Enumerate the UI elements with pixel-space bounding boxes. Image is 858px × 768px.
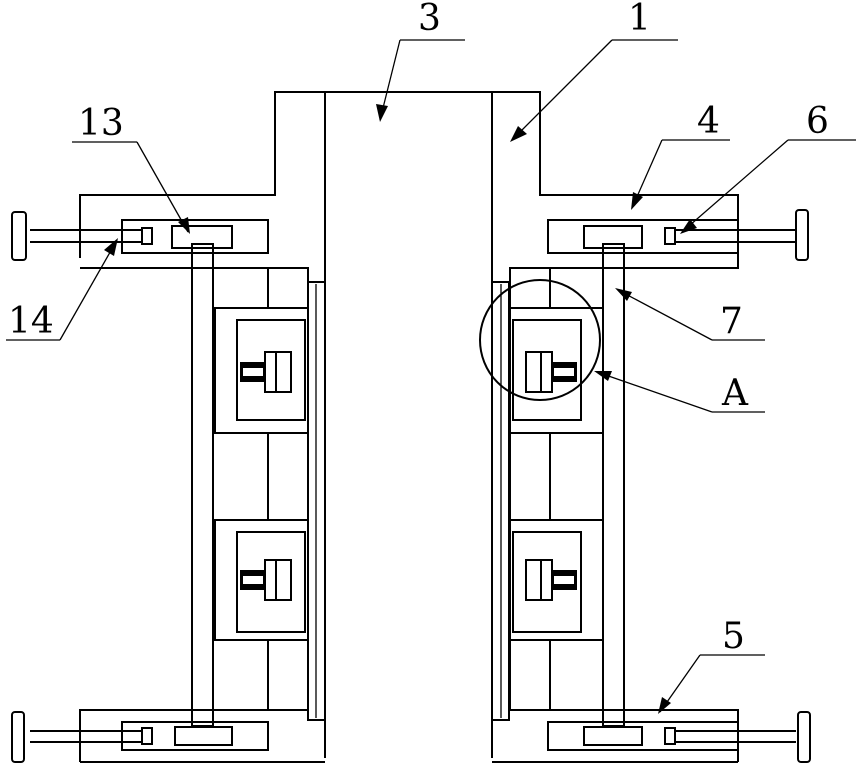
left-upper-clamp	[240, 352, 291, 392]
label-1: 1	[628, 0, 651, 39]
left-column-blocks	[215, 268, 325, 720]
label-3: 3	[418, 0, 441, 39]
top-right-slot	[548, 210, 808, 260]
reference-labels: 3 1 13 4 6 14 7 A 5	[8, 0, 829, 657]
label-a: A	[721, 373, 749, 414]
label-5: 5	[722, 616, 745, 657]
right-column-blocks	[492, 268, 603, 720]
right-upper-clamp	[526, 352, 577, 392]
right-lower-clamp	[526, 560, 577, 600]
bottom-right-slot	[548, 712, 810, 762]
label-6: 6	[806, 101, 829, 142]
bottom-left-slot	[12, 712, 268, 762]
label-13: 13	[78, 103, 124, 144]
left-lower-clamp	[240, 560, 291, 600]
right-vertical-rod	[603, 244, 624, 726]
top-left-slot	[12, 212, 268, 260]
label-14: 14	[8, 301, 54, 342]
label-4: 4	[697, 101, 720, 142]
label-7: 7	[720, 301, 743, 342]
left-vertical-rod	[192, 244, 213, 726]
